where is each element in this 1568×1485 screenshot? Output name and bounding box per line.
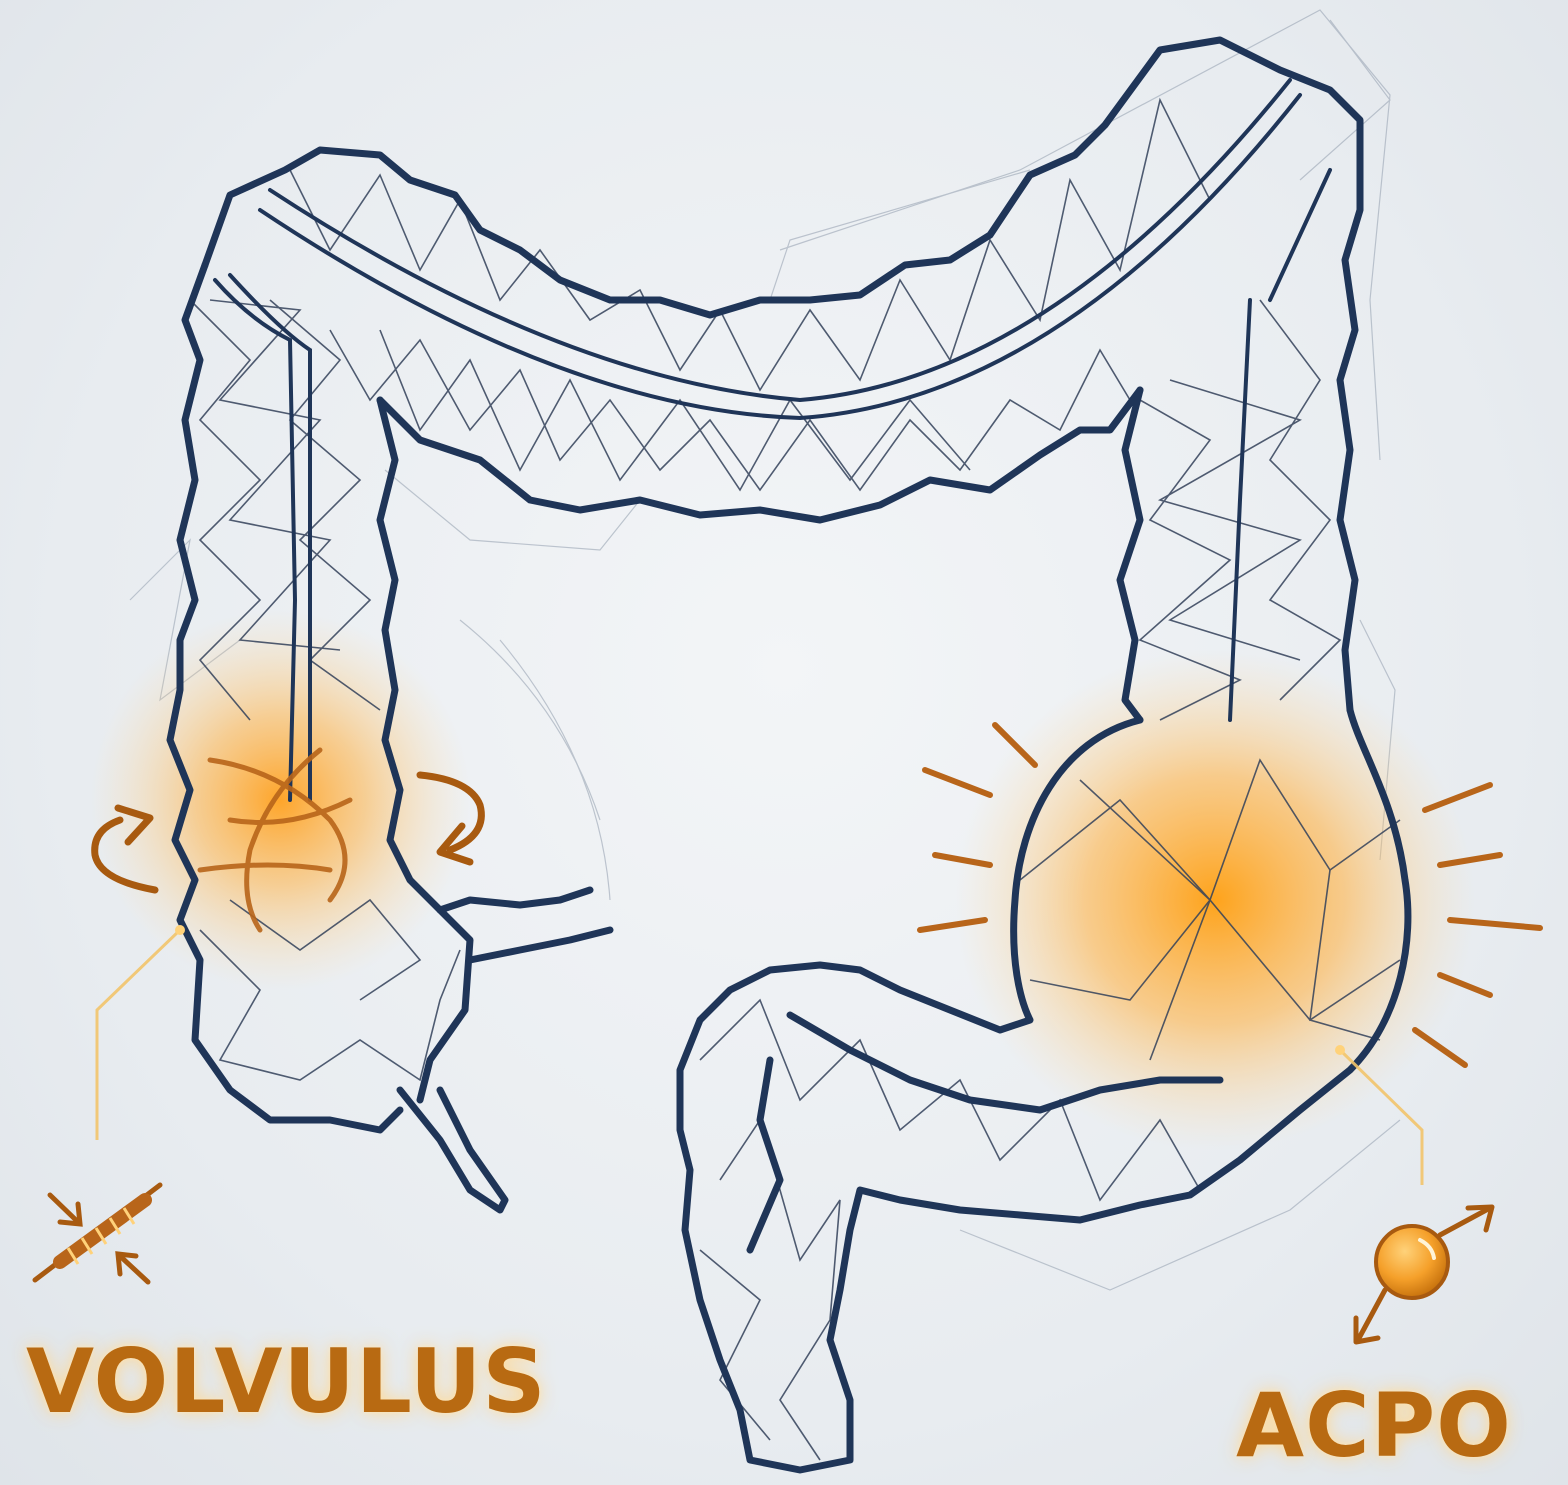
acpo-glow — [955, 650, 1475, 1150]
acpo-label: ACPO — [1236, 1382, 1512, 1470]
twisted-rope-compression-icon — [35, 1185, 160, 1282]
volvulus-glow — [90, 610, 470, 990]
dilated-sphere-arrows-icon — [1356, 1207, 1492, 1342]
volvulus-label: VOLVULUS — [26, 1338, 547, 1426]
